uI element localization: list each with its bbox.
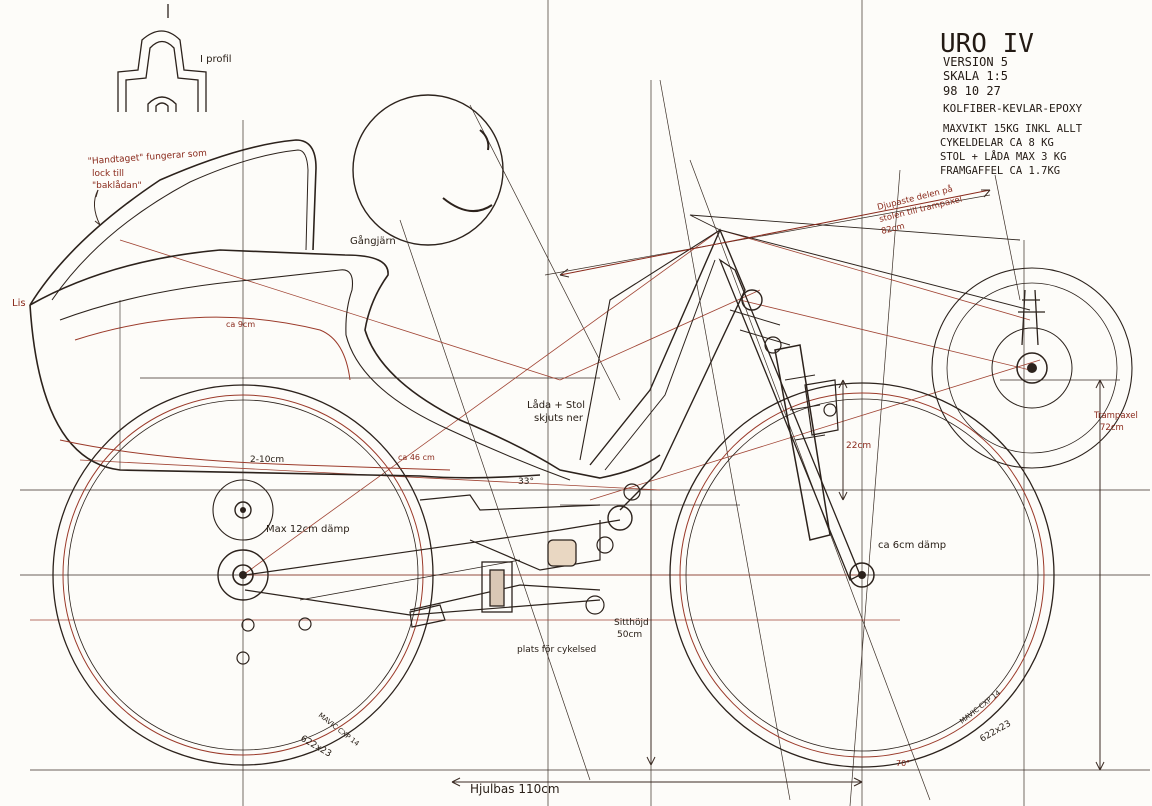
wheelbase-label: Hjulbas 110cm: [470, 782, 560, 796]
front-fork-weight-label: FRAMGAFFEL CA 1.7KG: [940, 165, 1060, 177]
front-fork: [718, 258, 861, 581]
date-label: 98 10 27: [943, 84, 1001, 98]
front-damp-label: ca 6cm dämp: [878, 540, 946, 551]
box-seat-label-2: skjuts ner: [534, 413, 584, 424]
max-damp-label: Max 12cm dämp: [266, 524, 350, 535]
angle-33-label: 33°: [518, 477, 534, 487]
bottom-place-label: plats för cykelsed: [517, 645, 596, 655]
dim-2-10cm-label: 2-10cm: [250, 455, 284, 465]
max-weight-label: MAXVIKT 15KG INKL ALLT: [943, 123, 1083, 135]
material-label: KOLFIBER-KEVLAR-EPOXY: [943, 102, 1082, 115]
frame: [244, 214, 1031, 628]
dimension-lines: [94, 189, 1105, 787]
box-seat-label-1: Låda + Stol: [527, 398, 585, 411]
handle-note-2: lock till: [92, 169, 124, 179]
crank-circles: [931, 267, 1133, 469]
profile-sketch: [117, 4, 207, 112]
pulleys: [212, 289, 782, 665]
scale-label: SKALA 1:5: [943, 69, 1008, 83]
handle-note-3: "baklådan": [92, 180, 142, 191]
rider-head: [352, 94, 504, 246]
fairing: [29, 139, 661, 511]
ca-46cm-label: ca 46 cm: [398, 453, 435, 462]
title-block: URO IV VERSION 5 SKALA 1:5 98 10 27 KOLF…: [940, 29, 1083, 177]
angle-70-label: 70°: [896, 759, 910, 768]
battery-box: [481, 539, 577, 613]
dim-22cm-label: 22cm: [846, 441, 871, 451]
hinge-label: Gångjärn: [350, 234, 396, 247]
rear-wheel: [52, 384, 434, 766]
profile-label: I profil: [200, 54, 232, 65]
bike-parts-label: CYKELDELAR CA 8 KG: [940, 137, 1054, 149]
handle-note-1: "Handtaget" fungerar som: [88, 149, 208, 167]
drawing-title: URO IV: [940, 29, 1034, 59]
crank-height-label-1: Trampaxel: [1093, 411, 1138, 421]
crank-height-label-2: 72cm: [1100, 423, 1124, 433]
seat-height-label-1: Sitthöjd: [614, 618, 649, 628]
front-wheel: [669, 382, 1055, 768]
seat-box-label: STOL + LÅDA MAX 3 KG: [940, 150, 1066, 163]
seat-height-label-2: 50cm: [617, 630, 642, 640]
lis-label: Lis: [12, 298, 26, 309]
ca-9cm-label: ca 9cm: [226, 320, 255, 329]
version-label: VERSION 5: [943, 55, 1008, 69]
front-rim-label: MAVIC CXP 14: [958, 689, 1002, 726]
